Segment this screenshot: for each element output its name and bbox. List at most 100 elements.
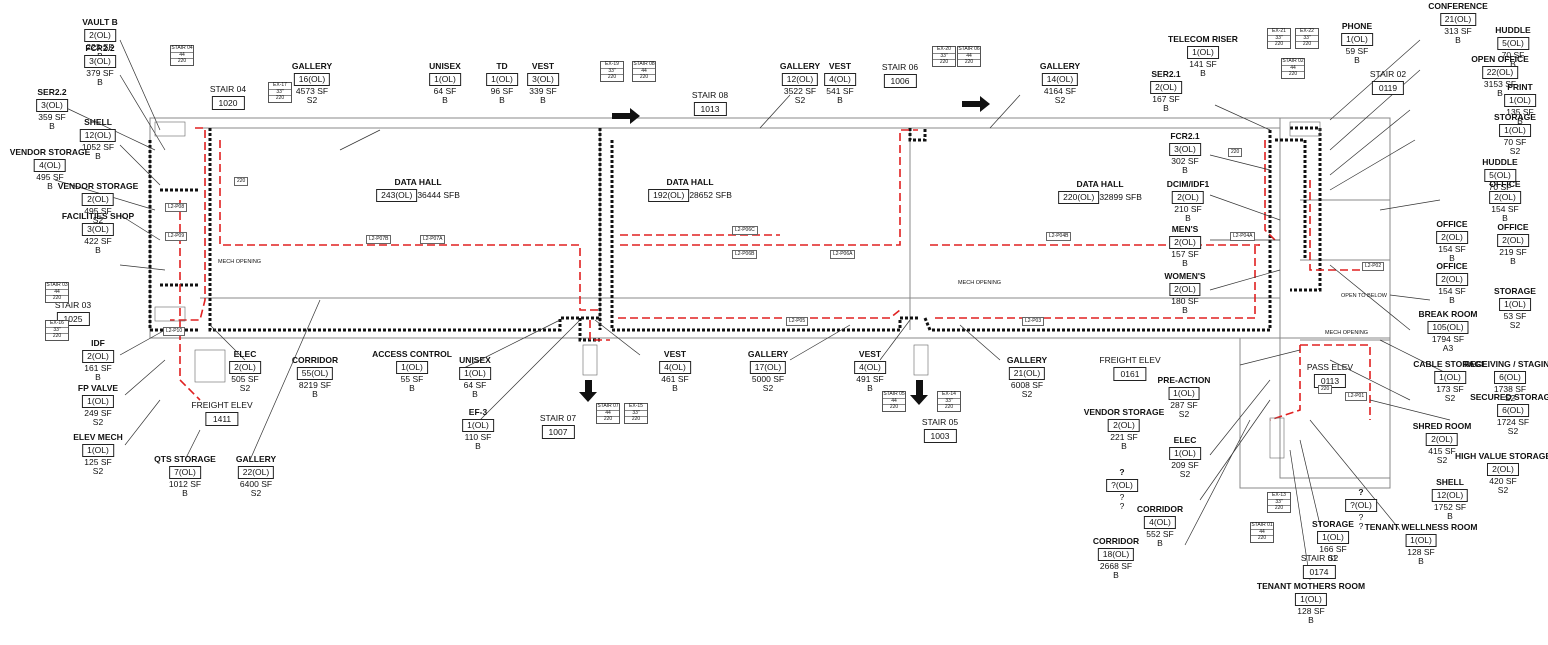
exit-tag-line: STAIR 04 [171, 45, 193, 51]
occupant-load: 3(OL) [36, 98, 68, 112]
area: 161 SF [84, 362, 112, 373]
occupant-load: 1(OL) [1499, 297, 1531, 311]
area: 379 SF [86, 67, 114, 78]
area: 1012 SF [168, 478, 202, 489]
occupancy-class: B [1418, 556, 1424, 567]
exit-tag-line: 220 [269, 95, 291, 102]
occupant-load: 105(OL) [1427, 320, 1469, 334]
occupancy-class: B [97, 77, 103, 88]
path-label: L2-P07A [420, 235, 446, 244]
occupant-load: 220(OL) [1058, 190, 1100, 204]
exit-tag-line: 220 [1268, 505, 1290, 512]
room-name: TELECOM RISER [1168, 34, 1238, 44]
occupant-load: 6(OL) [1494, 370, 1526, 384]
occupant-load: 1(OL) [1317, 530, 1349, 544]
plan-note: MECH OPENING [218, 259, 262, 265]
exit-tag-line: 33" [269, 88, 291, 96]
occupant-load: 2(OL) [1426, 432, 1458, 446]
area: 96 SF [490, 85, 514, 96]
stair-name: FREIGHT ELEV [191, 400, 253, 410]
room-name: ELEC [233, 349, 257, 359]
room-name: VEST [531, 61, 555, 71]
room-name: OFFICE [1436, 219, 1468, 229]
occupancy-class: B [1447, 511, 1453, 522]
room-name: SHELL [1436, 477, 1464, 487]
occupant-load: 1(OL) [486, 72, 518, 86]
room-name: ELEV MECH [73, 432, 123, 442]
area: 141 SF [1189, 58, 1217, 69]
occupancy-class: B [1449, 295, 1455, 306]
path-label: L2-P10 [163, 327, 186, 336]
area: 541 SF [826, 85, 854, 96]
occupancy-class: B [1497, 88, 1503, 99]
occupancy-class: S2 [306, 95, 318, 106]
occupancy-class: S2 [1444, 393, 1456, 404]
occupancy-class: S2 [1497, 485, 1509, 496]
occupant-load: 16(OL) [293, 72, 331, 86]
room-name: STORAGE [1494, 112, 1536, 122]
area: 1794 SF [1431, 333, 1465, 344]
room-name: RECEIVING / STAGING [1464, 359, 1548, 369]
path-label: L2-P08 [165, 203, 188, 212]
exit-tag-line: 44 [1282, 64, 1304, 72]
area: 125 SF [84, 456, 112, 467]
occupant-load: 7(OL) [169, 465, 201, 479]
area: 70 SF [1488, 181, 1512, 192]
occupant-load: 2(OL) [1489, 190, 1521, 204]
occupancy-class: B [454, 189, 460, 200]
room-name: FP VALVE [77, 383, 119, 393]
occupancy-class: B [475, 441, 481, 452]
occupant-load: 2(OL) [1169, 235, 1201, 249]
room-name: QTS STORAGE [154, 454, 216, 464]
area: 110 SF [464, 431, 492, 442]
occupancy-class: S2 [762, 383, 774, 394]
area: 491 SF [856, 373, 884, 384]
occupancy-class: S2 [92, 215, 104, 226]
room-name: FCR2.2 [85, 43, 115, 53]
occupant-load: 12(OL) [1431, 488, 1469, 502]
occupant-load: 2(OL) [1436, 230, 1468, 244]
occupant-load: 2(OL) [1169, 282, 1201, 296]
exit-tag-line: 44 [46, 288, 68, 296]
area: 415 SF [1428, 445, 1456, 456]
stair-number: 0161 [1113, 367, 1147, 381]
room-label: ??(OL)?? [1106, 467, 1138, 512]
room-name: GALLERY [779, 61, 821, 71]
stair-name: STAIR 08 [691, 90, 729, 100]
occupant-load: 1(OL) [1434, 370, 1466, 384]
area: ? [1119, 491, 1125, 502]
room-name: ACCESS CONTROL [372, 349, 452, 359]
area: 167 SF [1152, 93, 1180, 104]
occupancy-class: S2 [239, 383, 251, 394]
occupancy-class: B [540, 95, 546, 106]
exit-tag-line: 220 [1268, 41, 1290, 48]
path-label: L2-P05 [786, 317, 809, 326]
area: 128 SF [1407, 546, 1435, 557]
room-name: VENDOR STORAGE [1083, 407, 1165, 417]
occupancy-class: B [95, 151, 101, 162]
occupant-load: 3(OL) [1169, 142, 1201, 156]
occupancy-class: S2 [1327, 553, 1339, 564]
area: 249 SF [84, 407, 112, 418]
occupant-load: 1(OL) [1504, 93, 1536, 107]
room-name: VENDOR STORAGE [57, 181, 139, 191]
occupant-load: 1(OL) [459, 366, 491, 380]
